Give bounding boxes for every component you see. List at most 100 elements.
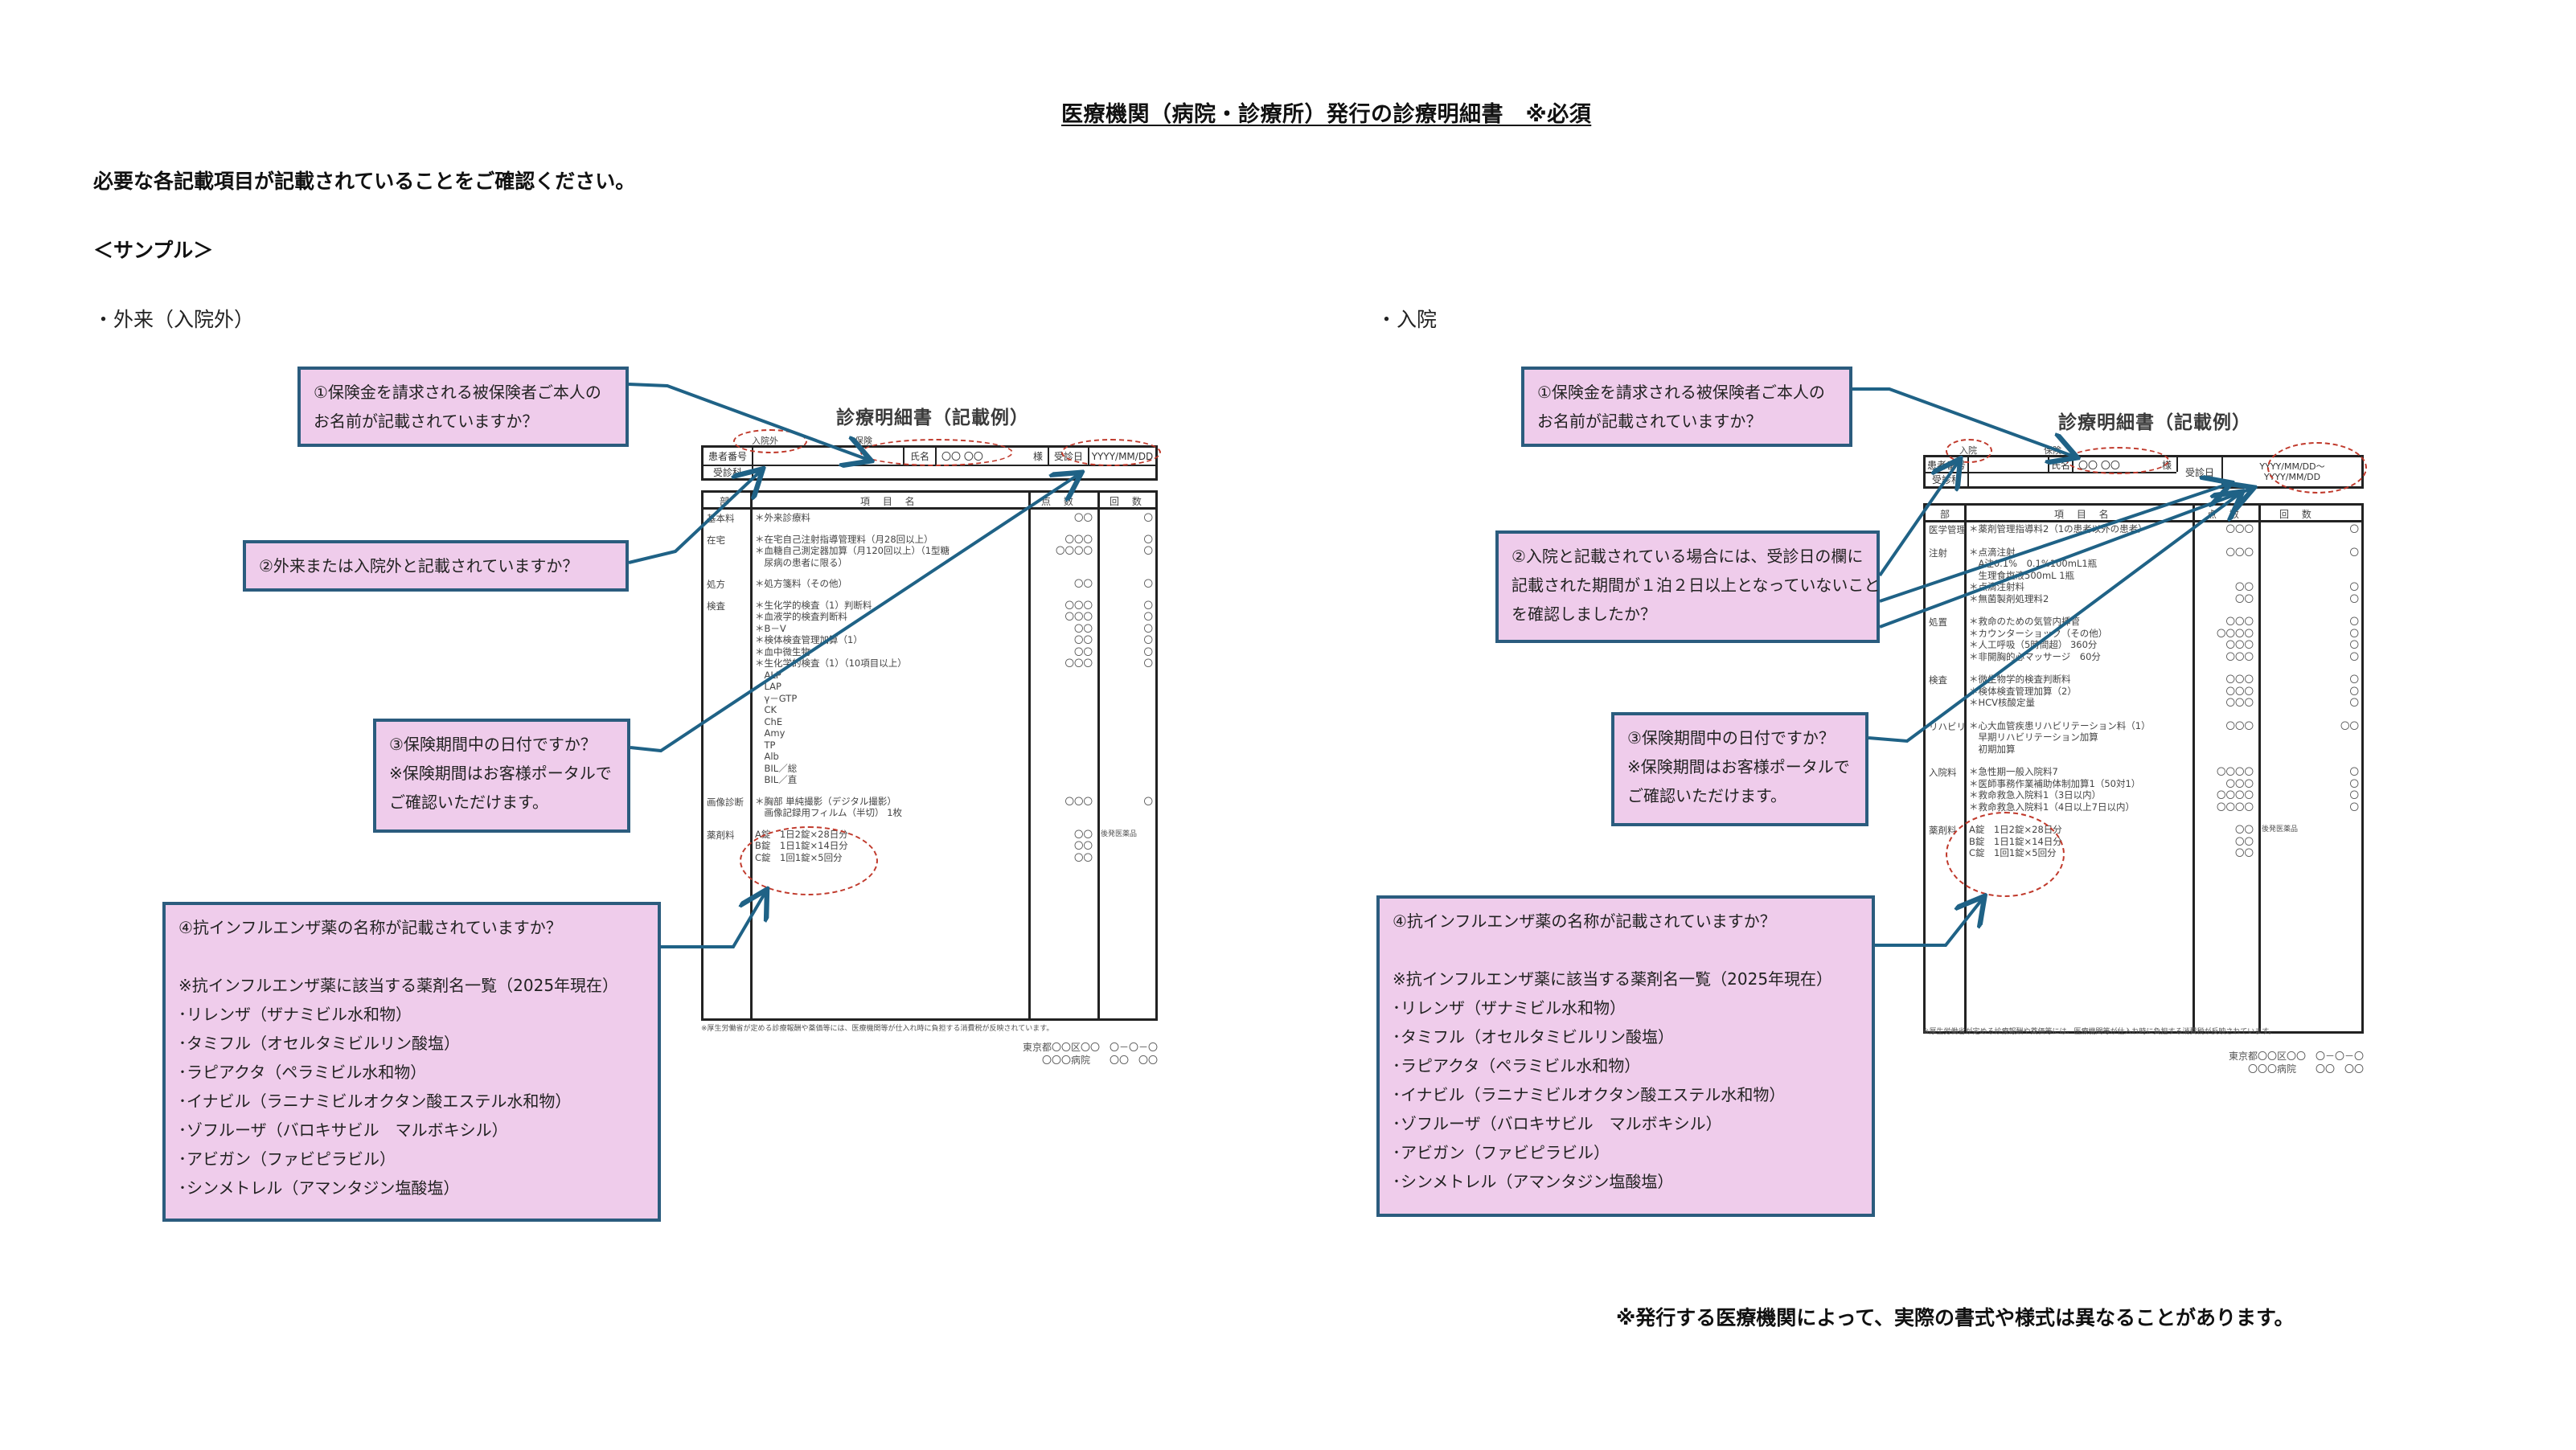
callout-line: ･ラピアクタ（ペラミビル水和物）: [1393, 1056, 1641, 1075]
page-title: 医療機関（病院・診療所）発行の診療明細書 ※必須: [1061, 102, 1592, 127]
callout-spacer: [178, 942, 645, 971]
line-item: ＊HCV核酸定量: [1969, 697, 2036, 708]
highlight-visit-type: [1946, 439, 1992, 463]
line-item: ＊血液学的検査判断料: [755, 611, 847, 622]
department-label: 受診科: [1926, 472, 1969, 486]
count-value: 〇: [2349, 697, 2360, 708]
callout-question: ②入院と記載されている場合には、受診日の欄に: [1512, 547, 1864, 566]
callout-3-date-check: ③保険期間中の日付ですか？※保険期間はお客様ポータルでご確認いただけます。: [373, 719, 630, 833]
col-header-count: 回 数: [2279, 509, 2316, 520]
callout-2-visit-type-check: ②外来または入院外と記載されていますか？: [243, 540, 629, 592]
count-value: 〇: [2349, 650, 2360, 662]
points-value: 〇〇: [1074, 634, 1093, 645]
section-category: 薬剤料: [1929, 825, 1957, 836]
line-item: LAP: [755, 681, 781, 692]
tax-note: ※厚生労働省が定める診療報酬や薬価等には、医療機関等が仕入れ時に負担する消費税が…: [1923, 1028, 2276, 1036]
points-value: 〇〇〇〇: [2217, 627, 2254, 639]
line-item: ＊血糖自己測定器加算（月120回以上）（1型糖: [755, 545, 950, 556]
line-item: ＊在宅自己注射指導管理料（月28回以上）: [755, 533, 933, 545]
points-value: 〇〇: [1074, 622, 1093, 634]
count-value: 〇: [2349, 766, 2360, 777]
col-header-count: 回 数: [1110, 496, 1146, 507]
line-item: ＊無菌製剤処理料2: [1969, 592, 2049, 604]
points-value: 〇〇〇: [2225, 546, 2254, 558]
callout-line: ･ゾフルーザ（バロキサビル マルボキシル）: [178, 1120, 508, 1140]
col-header-section: 部: [720, 496, 735, 507]
callout-line: ※抗インフルエンザ薬に該当する薬剤名一覧（2025年現在）: [178, 976, 619, 995]
line-item: ＊点滴注射: [1969, 546, 2016, 558]
form-title: 診療明細書（記載例）: [2058, 412, 2251, 433]
callout-line: ･ゾフルーザ（バロキサビル マルボキシル）: [1393, 1114, 1722, 1133]
line-item: ChE: [755, 715, 783, 727]
callout-question: ①保険金を請求される被保険者ご本人の: [1537, 383, 1825, 402]
points-value: 〇〇: [1074, 828, 1093, 840]
callout-4-drug-name-check: ④抗インフルエンザ薬の名称が記載されていますか？ ※抗インフルエンザ薬に該当する薬…: [1376, 895, 1875, 1217]
callout-line: ※保険期間はお客様ポータルで: [389, 764, 612, 783]
points-value: 〇〇〇: [1064, 611, 1093, 622]
highlight-drugs: [740, 826, 878, 895]
line-item: 画像記録用フィルム（半切） 1枚: [755, 807, 903, 818]
line-item: BIL／直: [755, 774, 798, 785]
sample-label: ＜サンプル＞: [93, 239, 214, 262]
col-header-points: 点 数: [2207, 509, 2244, 520]
footer-note: ※発行する医療機関によって、実際の書式や様式は異なることがあります。: [1616, 1306, 2295, 1329]
count-value: 〇: [1143, 634, 1154, 645]
count-value: 〇: [2349, 616, 2360, 627]
section-category: 薬剤料: [707, 829, 735, 841]
callout-line: ※抗インフルエンザ薬に該当する薬剤名一覧（2025年現在）: [1393, 969, 1833, 989]
count-value: 〇: [2349, 789, 2360, 801]
points-value: 〇〇〇: [1064, 599, 1093, 611]
callout-4-drug-name-check: ④抗インフルエンザ薬の名称が記載されていますか？※抗インフルエンザ薬に該当する薬…: [162, 902, 661, 1222]
tax-note: ※厚生労働省が定める診療報酬や薬価等には、医療機関等が仕入れ時に負担する消費税が…: [701, 1025, 1054, 1033]
count-value: 〇: [2349, 523, 2360, 535]
line-item: 早期リハビリテーション加算: [1969, 731, 2098, 743]
points-value: 〇〇〇: [2225, 777, 2254, 789]
department-label: 受診科: [703, 465, 753, 479]
callout-line: ご確認いただけます。: [1627, 786, 1786, 805]
count-value: 〇: [1143, 512, 1154, 523]
count-value: 〇: [2349, 801, 2360, 813]
points-value: 〇〇: [1074, 645, 1093, 657]
callout-spacer: [1393, 936, 1859, 965]
callout-1-name-check: ①保険金を請求される被保険者ご本人のお名前が記載されていますか？: [297, 367, 629, 447]
callout-line: ･イナビル（ラニナミビルオクタン酸エステル水和物）: [1393, 1085, 1786, 1104]
callout-line: ･タミフル（オセルタミビルリン酸塩）: [1393, 1027, 1674, 1047]
section-label-outpatient: ・外来（入院外）: [93, 308, 255, 331]
highlight-name: [2066, 447, 2169, 474]
line-item: ＊心大血管疾患リハビリテーション料（1）: [1969, 719, 2151, 731]
callout-line: お名前が記載されていますか？: [1537, 412, 1762, 431]
count-value: 〇: [1143, 545, 1154, 556]
callout-line: ･ラピアクタ（ペラミビル水和物）: [178, 1063, 427, 1082]
callout-line: を確認しましたか？: [1512, 604, 1656, 624]
line-item: ＊人工呼吸（5時間超） 360分: [1969, 639, 2098, 650]
points-value: 〇〇〇: [2225, 719, 2254, 731]
section-category: 処方: [707, 579, 725, 590]
count-value: 〇: [2349, 674, 2360, 685]
section-category: 注射: [1929, 547, 1947, 559]
address-line: 東京都〇〇区〇〇 〇－〇－〇: [2228, 1051, 2364, 1062]
section-category: 検査: [707, 600, 725, 612]
count-value: 〇: [2349, 592, 2360, 604]
count-value: 〇: [1143, 578, 1154, 589]
callout-line: ･イナビル（ラニナミビルオクタン酸エステル水和物）: [178, 1092, 572, 1111]
points-value: 〇〇〇〇: [2217, 789, 2254, 801]
callout-line: 記載された期間が１泊２日以上となっていないこと: [1512, 575, 1881, 595]
points-value: 〇〇: [1074, 840, 1093, 851]
line-item: γ－GTP: [755, 692, 798, 704]
line-item: ＊急性期一般入院料7: [1969, 766, 2058, 777]
points-value: 〇〇〇: [1064, 533, 1093, 545]
line-item: ＊胸部 単純撮影（デジタル撮影）: [755, 795, 896, 807]
callout-2-inpatient-period-check: ②入院と記載されている場合には、受診日の欄に記載された期間が１泊２日以上となって…: [1495, 530, 1880, 643]
callout-question: ④抗インフルエンザ薬の名称が記載されていますか？: [1393, 911, 1776, 931]
items-table: 部 項 目 名 点 数 回 数 医学管理＊薬剤管理指導料2（1の患者以外の患者）…: [1923, 503, 2364, 1034]
line-item: Amy: [755, 727, 786, 739]
count-value: 〇: [2349, 581, 2360, 592]
points-value: 〇〇〇: [2225, 674, 2254, 685]
count-value: 〇: [1143, 611, 1154, 622]
callout-line: ･アビガン（ファビピラビル）: [1393, 1143, 1610, 1162]
callout-line: ･タミフル（オセルタミビルリン酸塩）: [178, 1034, 460, 1053]
highlight-visit-date: [1061, 439, 1161, 466]
col-header-item: 項 目 名: [2054, 509, 2114, 520]
hospital-name-line: 〇〇〇病院 〇〇 〇〇: [1041, 1055, 1158, 1066]
count-value: 〇: [2349, 777, 2360, 789]
